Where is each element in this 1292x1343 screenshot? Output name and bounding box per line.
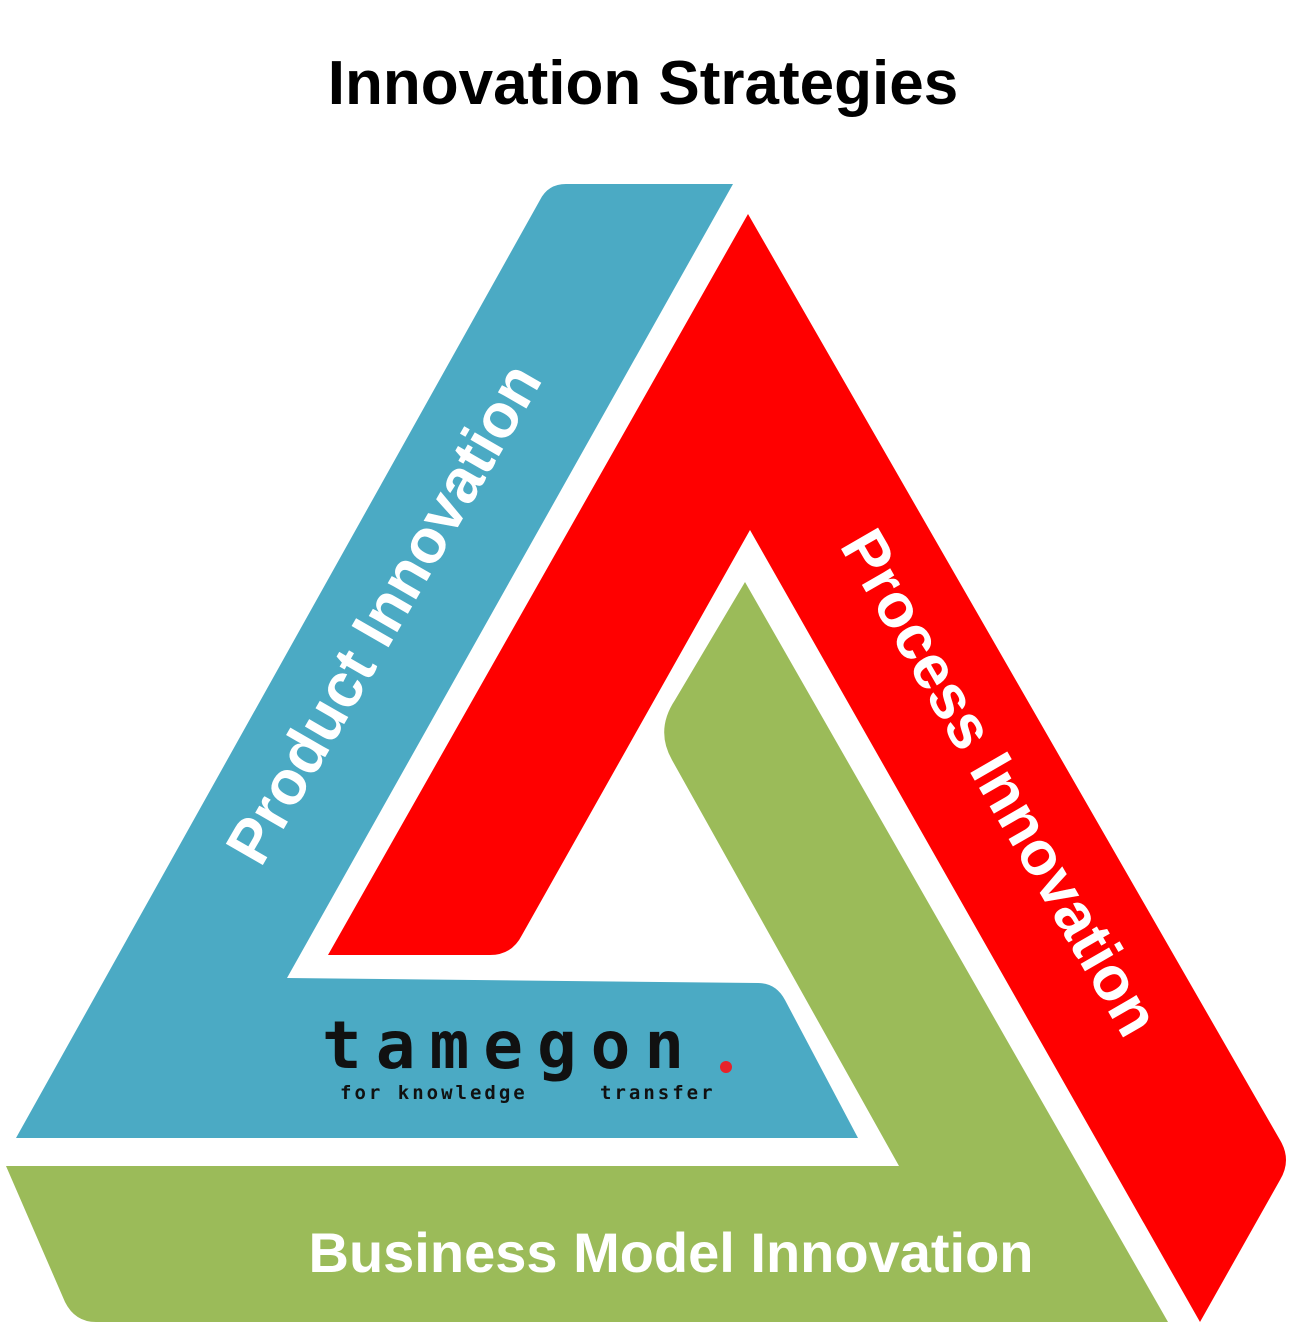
logo-tagline-left: for knowledge bbox=[340, 1082, 528, 1104]
logo-wordmark: tamegon bbox=[322, 1007, 698, 1084]
business-model-band bbox=[6, 582, 1168, 1322]
product-band bbox=[16, 184, 858, 1138]
diagram-title: Innovation Strategies bbox=[328, 49, 958, 118]
logo-red-dot bbox=[720, 1061, 732, 1073]
logo-tagline-right: transfer bbox=[600, 1082, 716, 1104]
business-model-innovation-label: Business Model Innovation bbox=[309, 1221, 1034, 1284]
tamegon-logo: tamegon for knowledge transfer bbox=[322, 1007, 732, 1104]
process-band bbox=[328, 214, 1286, 1322]
